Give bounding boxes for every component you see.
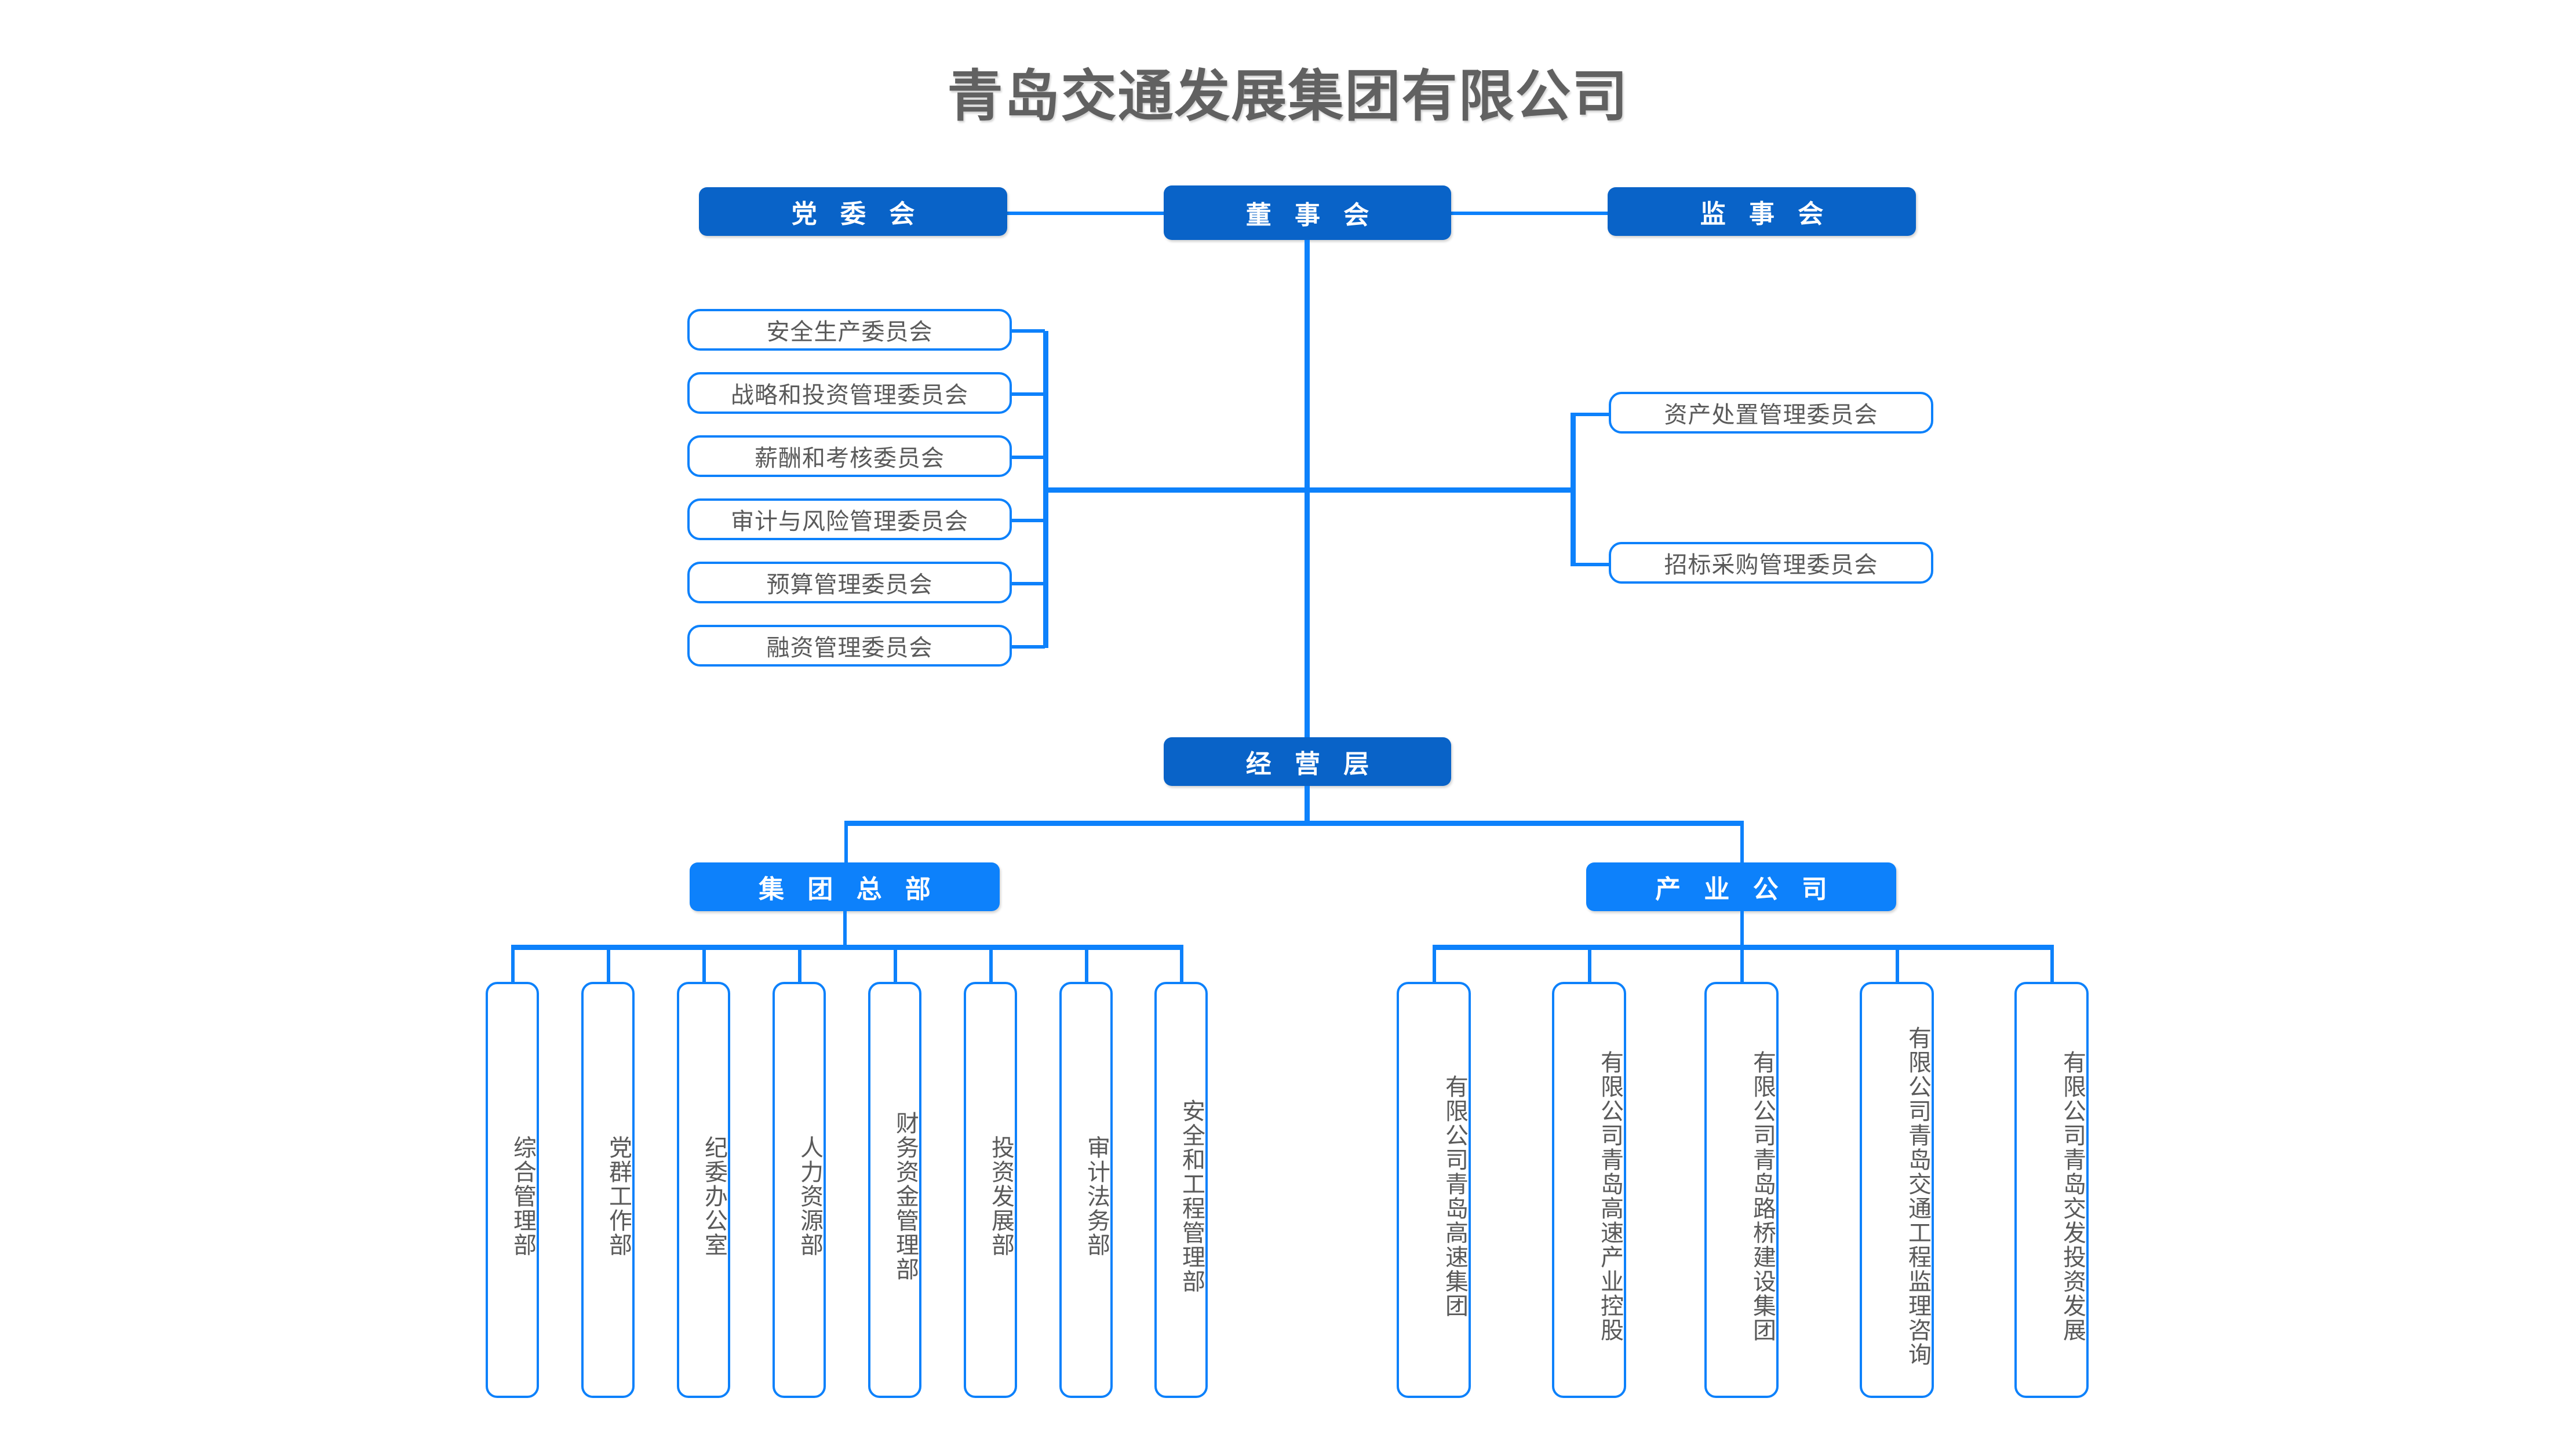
node-committee-financing[interactable]: 融资管理委员会: [687, 625, 1012, 667]
node-department-safety-engineering-management[interactable]: 安全和工程管理部: [1154, 982, 1208, 1398]
connector-committee-stub: [1571, 413, 1611, 416]
connector-left-committees-spine: [1043, 487, 1307, 493]
node-label-line2: 青岛高速产业控股: [1597, 1148, 1623, 1342]
node-committee-audit-risk[interactable]: 审计与风险管理委员会: [687, 498, 1012, 540]
node-department-investment-development[interactable]: 投资发展部: [964, 982, 1017, 1398]
node-label: 集 团 总 部: [759, 875, 939, 904]
node-label: 监 事 会: [1700, 200, 1832, 228]
connector-management-split-bus: [844, 821, 1744, 826]
node-committee-compensation-appraisal[interactable]: 薪酬和考核委员会: [687, 435, 1012, 477]
connector-committee-stub: [1009, 392, 1045, 396]
node-label: 安全生产委员会: [766, 319, 933, 345]
node-group-headquarters[interactable]: 集 团 总 部: [690, 862, 1000, 911]
node-label-line1: 有限公司: [1597, 1050, 1623, 1148]
node-party-committee[interactable]: 党 委 会: [699, 187, 1007, 236]
node-department-general-management[interactable]: 综合管理部: [486, 982, 539, 1398]
connector-company-drop: [1896, 945, 1899, 983]
connector-drop-industry: [1740, 821, 1744, 864]
connector-department-drop: [607, 945, 610, 983]
node-committee-strategy-investment[interactable]: 战略和投资管理委员会: [687, 372, 1012, 414]
node-label-line1: 有限公司: [1750, 1050, 1775, 1148]
connector-headquarters-stem: [843, 911, 847, 947]
connector-department-drop: [702, 945, 706, 983]
node-label: 薪酬和考核委员会: [755, 446, 945, 471]
connector-committee-stub: [1009, 519, 1045, 522]
connector-department-drop: [798, 945, 801, 983]
node-label: 董 事 会: [1245, 201, 1378, 230]
node-label-line2: 青岛高速集团: [1442, 1172, 1467, 1318]
connector-company-drop: [1588, 945, 1591, 983]
node-label: 综合管理部: [510, 1135, 535, 1257]
node-label: 资产处置管理委员会: [1664, 402, 1878, 428]
node-industry-companies[interactable]: 产 业 公 司: [1586, 862, 1896, 911]
node-committee-tender-procurement[interactable]: 招标采购管理委员会: [1609, 542, 1933, 584]
node-department-human-resources[interactable]: 人力资源部: [773, 982, 826, 1398]
node-label-line2: 青岛交发投资发展: [2060, 1148, 2085, 1342]
node-label: 产 业 公 司: [1655, 875, 1835, 904]
connector-company-drop: [1740, 945, 1744, 983]
node-company-qingdao-road-bridge-construction-group[interactable]: 有限公司 青岛路桥建设集团: [1704, 982, 1779, 1398]
connector-board-to-supervisors: [1451, 212, 1608, 215]
connector-right-committees-bus: [1571, 413, 1576, 566]
node-label: 经 营 层: [1245, 750, 1378, 778]
node-committee-safety-production[interactable]: 安全生产委员会: [687, 309, 1012, 351]
node-label: 战略和投资管理委员会: [731, 383, 968, 408]
node-label: 安全和工程管理部: [1179, 1099, 1204, 1294]
node-label: 审计法务部: [1084, 1135, 1109, 1257]
node-label: 党 委 会: [791, 200, 923, 228]
node-label: 融资管理委员会: [766, 635, 933, 661]
node-label-line1: 有限公司: [1442, 1075, 1467, 1172]
connector-committee-stub: [1009, 645, 1045, 649]
node-label: 纪委办公室: [701, 1135, 727, 1257]
connector-committee-stub: [1009, 456, 1045, 459]
node-label-line1: 有限公司: [1905, 1026, 1930, 1123]
connector-industry-stem: [1740, 911, 1744, 947]
node-committee-budget[interactable]: 预算管理委员会: [687, 562, 1012, 603]
node-company-qingdao-expressway-group[interactable]: 有限公司 青岛高速集团: [1397, 982, 1471, 1398]
node-label-line2: 青岛路桥建设集团: [1750, 1148, 1775, 1342]
node-label: 人力资源部: [797, 1135, 822, 1257]
node-label-line2: 青岛交通工程监理咨询: [1905, 1123, 1930, 1367]
node-company-qingdao-jiaofa-investment-development[interactable]: 有限公司 青岛交发投资发展: [2014, 982, 2089, 1398]
connector-committee-stub: [1009, 582, 1045, 585]
connector-department-drop: [1180, 945, 1183, 983]
node-management-layer[interactable]: 经 营 层: [1164, 737, 1451, 786]
connector-company-drop: [2050, 945, 2054, 983]
node-label: 预算管理委员会: [766, 572, 933, 598]
node-department-audit-legal[interactable]: 审计法务部: [1059, 982, 1113, 1398]
node-department-finance-fund-management[interactable]: 财务资金管理部: [868, 982, 921, 1398]
node-label: 招标采购管理委员会: [1664, 552, 1878, 578]
node-label: 财务资金管理部: [892, 1111, 918, 1281]
connector-right-committees-spine: [1305, 487, 1574, 493]
connector-department-drop: [511, 945, 515, 983]
connector-committee-stub: [1571, 563, 1611, 566]
node-department-party-mass-work[interactable]: 党群工作部: [581, 982, 635, 1398]
node-company-qingdao-expressway-industrial-holding[interactable]: 有限公司 青岛高速产业控股: [1552, 982, 1626, 1398]
node-board-of-directors[interactable]: 董 事 会: [1164, 185, 1451, 240]
connector-department-drop: [894, 945, 897, 983]
connector-departments-bus: [511, 945, 1183, 950]
connector-drop-headquarters: [844, 821, 848, 864]
connector-committee-stub: [1009, 329, 1045, 333]
page-title: 青岛交通发展集团有限公司: [947, 65, 1629, 128]
node-label: 投资发展部: [988, 1135, 1014, 1257]
node-label: 审计与风险管理委员会: [731, 509, 968, 534]
connector-party-to-board: [1007, 212, 1164, 215]
node-department-discipline-office[interactable]: 纪委办公室: [677, 982, 730, 1398]
connector-left-committees-bus: [1043, 331, 1048, 648]
connector-department-drop: [989, 945, 993, 983]
node-company-qingdao-transport-engineering-supervision-consulting[interactable]: 有限公司 青岛交通工程监理咨询: [1860, 982, 1934, 1398]
connector-department-drop: [1085, 945, 1088, 983]
connector-management-trunk: [1305, 786, 1310, 823]
node-label: 党群工作部: [606, 1135, 631, 1257]
node-committee-asset-disposal[interactable]: 资产处置管理委员会: [1609, 392, 1933, 434]
node-board-of-supervisors[interactable]: 监 事 会: [1608, 187, 1916, 236]
connector-company-drop: [1433, 945, 1436, 983]
node-label-line1: 有限公司: [2060, 1050, 2085, 1148]
